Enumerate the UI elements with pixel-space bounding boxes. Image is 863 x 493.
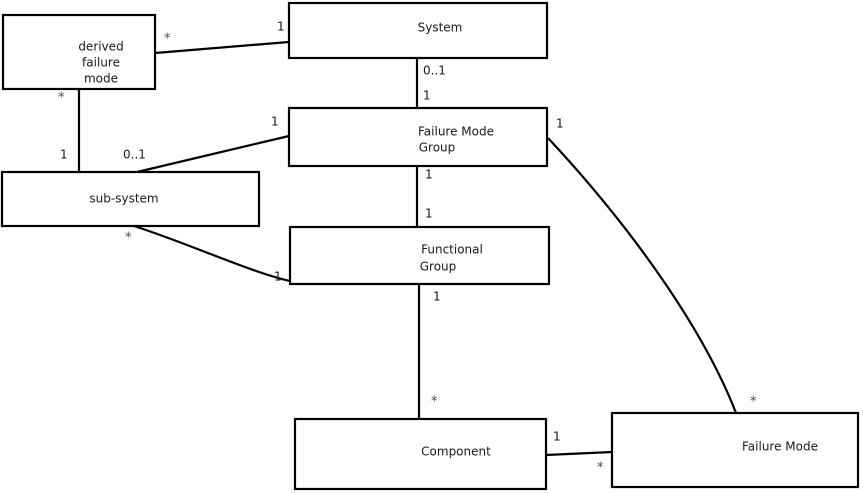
multiplicity-failure-mode-group-to-system: 1	[423, 89, 431, 103]
class-label-functional-group-line1: Functional	[421, 243, 483, 257]
class-box-sub-system[interactable]: sub-system	[0, 170, 261, 228]
class-box-derived-failure-mode[interactable]: derived failure mode	[1, 13, 157, 91]
class-box-failure-mode-group[interactable]: Failure Mode Group	[287, 106, 549, 168]
multiplicity-failure-mode-group-to-sub-system: 1	[271, 115, 279, 129]
class-label-derived-failure-mode-line2: failure	[82, 56, 120, 70]
class-box-derived-failure-mode-rect	[1, 13, 157, 91]
multiplicity-system-to-failure-mode-group: 0..1	[423, 64, 446, 78]
class-box-sub-system-rect	[0, 170, 261, 228]
class-label-failure-mode-group-line2: Group	[419, 141, 456, 155]
link-sub-system-functional-group	[133, 224, 291, 283]
class-box-functional-group-rect	[288, 225, 551, 286]
multiplicity-functional-group-to-sub-system: 1	[274, 270, 282, 284]
multiplicity-functional-group-to-failure-mode-group: 1	[425, 207, 433, 221]
multiplicity-sub-system-to-derived-failure-mode: 1	[60, 148, 68, 162]
multiplicity-functional-group-to-component: 1	[433, 290, 441, 304]
class-label-derived-failure-mode-line1: derived	[78, 40, 123, 54]
class-label-failure-mode: Failure Mode	[742, 440, 818, 454]
multiplicity-derived-failure-mode-to-system: *	[164, 32, 171, 47]
multiplicity-sub-system-to-failure-mode-group: 0..1	[123, 148, 146, 162]
multiplicity-failure-mode-group-to-failure-mode: 1	[556, 117, 564, 131]
multiplicity-sub-system-to-functional-group: *	[125, 231, 132, 246]
multiplicity-failure-mode-to-component: *	[597, 461, 604, 476]
link-component-failure-mode	[545, 450, 613, 457]
class-label-system: System	[418, 21, 463, 35]
class-box-component[interactable]: Component	[293, 417, 548, 491]
class-box-functional-group[interactable]: Functional Group	[288, 225, 551, 286]
class-box-system[interactable]: System	[287, 1, 549, 60]
class-box-failure-mode[interactable]: Failure Mode	[610, 411, 860, 489]
multiplicity-component-to-failure-mode: 1	[553, 430, 561, 444]
class-label-derived-failure-mode-line3: mode	[84, 72, 118, 86]
multiplicity-failure-mode-to-failure-mode-group: *	[750, 395, 757, 410]
multiplicity-component-to-functional-group: *	[431, 395, 438, 410]
class-box-component-rect	[293, 417, 548, 491]
class-box-failure-mode-group-rect	[287, 106, 549, 168]
link-failure-mode-group-failure-mode	[547, 137, 738, 414]
class-box-system-rect	[287, 1, 549, 60]
link-sub-system-failure-mode-group	[136, 134, 290, 174]
link-derived-failure-mode-system	[154, 40, 290, 55]
class-box-failure-mode-rect	[610, 411, 860, 489]
multiplicity-failure-mode-group-to-functional-group: 1	[425, 168, 433, 182]
multiplicity-system-to-derived-failure-mode: 1	[277, 20, 285, 34]
class-label-sub-system: sub-system	[89, 192, 158, 206]
class-label-failure-mode-group-line1: Failure Mode	[418, 125, 494, 139]
multiplicity-derived-failure-mode-to-sub-system: *	[58, 91, 65, 106]
class-label-component: Component	[421, 445, 491, 459]
class-label-functional-group-line2: Group	[420, 260, 457, 274]
